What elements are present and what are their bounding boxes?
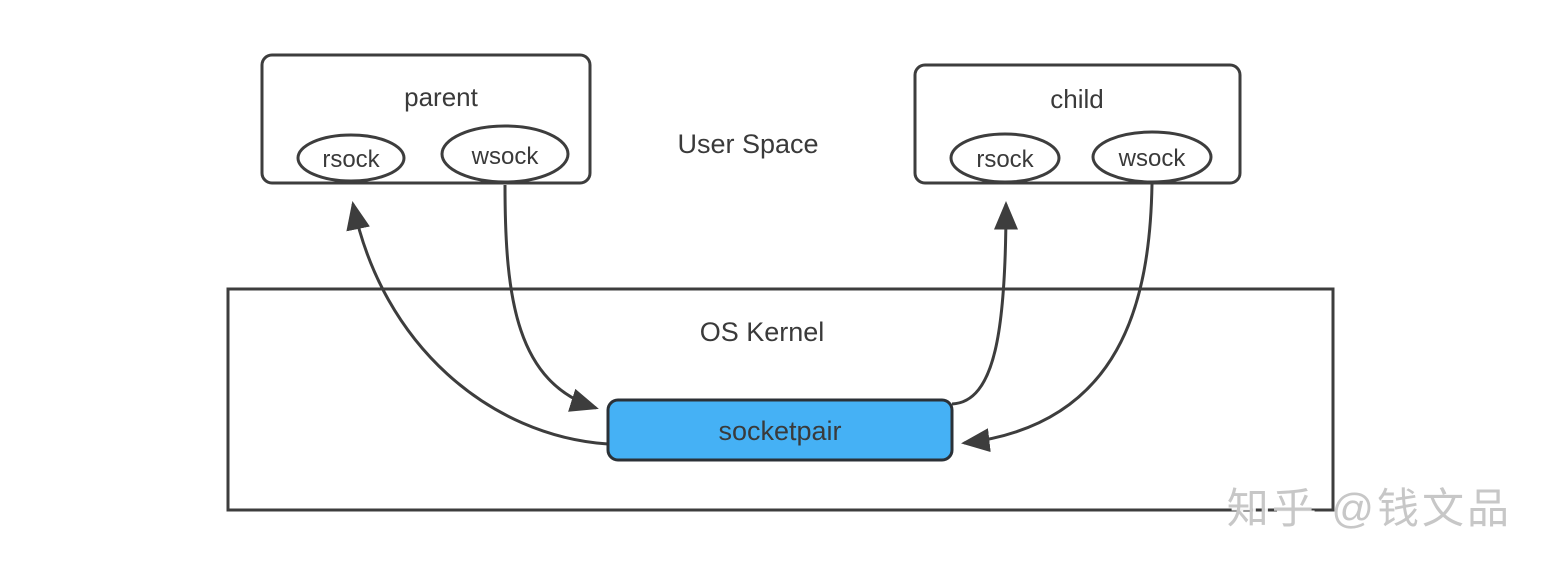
child-wsock-ellipse xyxy=(1091,130,1213,184)
child-label: child xyxy=(1050,84,1103,114)
arrow-child-wsock-to-socketpair xyxy=(961,183,1154,453)
parent-label: parent xyxy=(404,82,478,112)
os-kernel-label: OS Kernel xyxy=(700,317,825,347)
arrow-socketpair-to-parent-rsock xyxy=(346,201,609,446)
parent-rsock-ellipse xyxy=(296,133,406,183)
parent-rsock-label: rsock xyxy=(322,146,380,173)
os-kernel-box xyxy=(226,287,1335,512)
socketpair-box xyxy=(606,398,954,462)
arrow-parent-wsock-to-socketpair xyxy=(503,184,599,412)
parent-wsock-ellipse xyxy=(440,124,570,184)
watermark: 知乎 @钱文品 xyxy=(1226,485,1512,532)
parent-wsock-label: wsock xyxy=(471,143,540,170)
user-space-label: User Space xyxy=(677,129,818,159)
child-rsock-ellipse xyxy=(949,132,1061,184)
arrow-socketpair-to-child-rsock xyxy=(951,201,1018,406)
child-wsock-label: wsock xyxy=(1118,145,1187,172)
socketpair-label: socketpair xyxy=(718,416,841,446)
child-rsock-label: rsock xyxy=(976,146,1034,173)
